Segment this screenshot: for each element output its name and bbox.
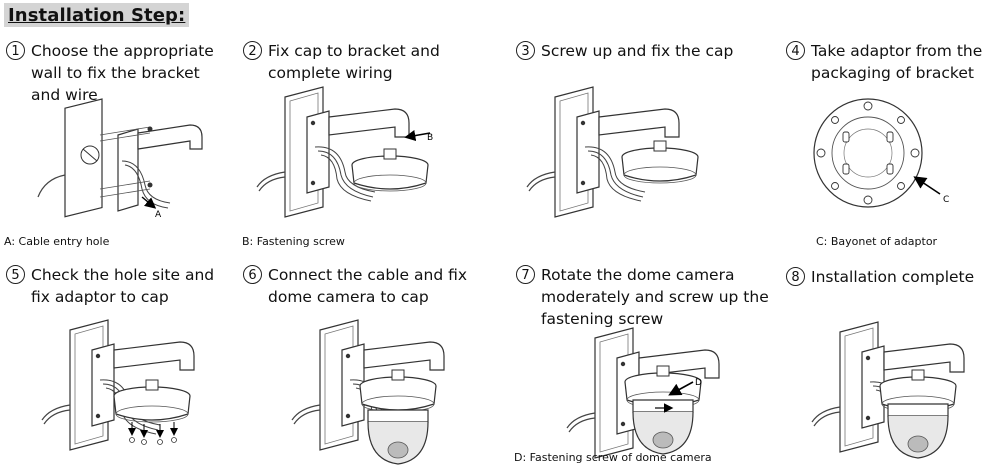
step-2-line2: complete wiring xyxy=(268,64,393,82)
step-4-caption: C: Bayonet of adaptor xyxy=(816,235,938,248)
step-4-line1: Take adaptor from the xyxy=(811,42,983,60)
step-7-illustration: D xyxy=(566,327,720,459)
step-7-number: 7 xyxy=(516,265,535,284)
step-8-number: 8 xyxy=(786,267,805,286)
step-6-title: 6 Connect the cable and fix dome camera t… xyxy=(243,264,467,308)
step-5-illustration xyxy=(41,319,195,451)
step-2-callout-label: B xyxy=(427,133,433,143)
step-2-title: 2 Fix cap to bracket and complete wiring xyxy=(243,40,440,84)
step-2-line1: Fix cap to bracket and xyxy=(268,42,440,60)
step-6-line2: dome camera to cap xyxy=(268,288,429,306)
step-6-line1: Connect the cable and fix xyxy=(268,266,468,284)
step-2-caption: B: Fastening screw xyxy=(242,235,345,248)
step-5-line2: fix adaptor to cap xyxy=(31,288,169,306)
step-7-line3: fastening screw xyxy=(541,310,664,328)
step-4-callout-label: C xyxy=(943,195,949,205)
step-4-title: 4 Take adaptor from the packaging of brac… xyxy=(786,40,982,84)
step-3-illustration xyxy=(526,86,699,218)
step-4-number: 4 xyxy=(786,41,805,60)
step-6-illustration xyxy=(291,319,445,465)
step-2-illustration: B xyxy=(256,86,433,218)
step-1-line2: wall to fix the bracket xyxy=(31,64,200,82)
step-1-callout-label: A xyxy=(155,210,162,220)
step-5-line1: Check the hole site and xyxy=(31,266,215,284)
step-3-title: 3 Screw up and fix the cap xyxy=(516,40,733,62)
step-4-illustration: C xyxy=(810,98,949,216)
step-7-caption: D: Fastening screw of dome camera xyxy=(514,451,712,464)
step-8-title: 8 Installation complete xyxy=(786,266,974,288)
step-7-line2: moderately and screw up the xyxy=(541,288,769,306)
step-1-line1: Choose the appropriate xyxy=(31,42,214,60)
step-7-line1: Rotate the dome camera xyxy=(541,266,735,284)
step-5-title: 5 Check the hole site and fix adaptor to … xyxy=(6,264,214,308)
step-1-line3: and wire xyxy=(31,86,98,104)
step-1-illustration: A xyxy=(30,105,210,220)
step-7-callout-label: D xyxy=(695,378,702,388)
step-8-illustration xyxy=(811,321,965,459)
step-3-line1: Screw up and fix the cap xyxy=(541,42,734,60)
step-2-number: 2 xyxy=(243,41,262,60)
step-3-number: 3 xyxy=(516,41,535,60)
page-heading: Installation Step: xyxy=(4,3,190,27)
step-7-title: 7 Rotate the dome camera moderately and s… xyxy=(516,264,769,330)
step-8-line1: Installation complete xyxy=(811,268,975,286)
step-1-title: 1 Choose the appropriate wall to fix the … xyxy=(6,40,214,106)
step-1-caption: A: Cable entry hole xyxy=(4,235,110,248)
step-1-number: 1 xyxy=(6,41,25,60)
step-6-number: 6 xyxy=(243,265,262,284)
step-4-line2: packaging of bracket xyxy=(811,64,974,82)
step-5-number: 5 xyxy=(6,265,25,284)
